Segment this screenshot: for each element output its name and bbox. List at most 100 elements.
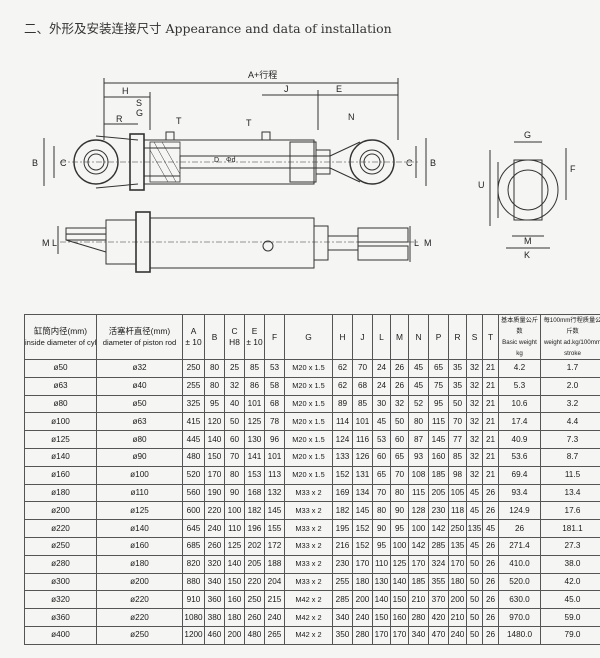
table-cell: 65 bbox=[390, 447, 409, 467]
dim-m-left: M bbox=[42, 238, 50, 248]
dim-l-right: L bbox=[414, 238, 419, 248]
dim-h: H bbox=[122, 86, 129, 96]
table-cell: 240 bbox=[204, 519, 225, 538]
page-heading: 二、外形及安装连接尺寸 Appearance and data of insta… bbox=[24, 21, 392, 36]
table-cell: 271.4 bbox=[498, 536, 541, 556]
table-cell: 160 bbox=[428, 447, 449, 467]
table-cell: 216 bbox=[332, 536, 353, 556]
table-cell: 45.0 bbox=[540, 590, 600, 610]
dim-b-left: B bbox=[32, 158, 38, 168]
dim-f: F bbox=[570, 164, 576, 174]
table-cell: 42.0 bbox=[540, 572, 600, 592]
table-cell: 93 bbox=[408, 447, 429, 467]
table-cell: 45 bbox=[408, 376, 429, 396]
table-cell: 24 bbox=[372, 359, 391, 378]
table-cell: 2.0 bbox=[540, 376, 600, 396]
header-cylinder-diameter: 缸筒内径(mm) inside diameter of cylinder bbox=[24, 314, 97, 360]
table-cell: ø250 bbox=[24, 536, 97, 556]
table-cell: 180 bbox=[352, 572, 373, 592]
table-cell: 101 bbox=[264, 447, 285, 467]
table-cell: 21 bbox=[482, 376, 499, 396]
table-cell: ø180 bbox=[96, 554, 183, 574]
header-f: F bbox=[264, 314, 285, 360]
table-cell: 50 bbox=[466, 572, 483, 592]
table-cell: 180 bbox=[448, 572, 467, 592]
table-cell: 125 bbox=[244, 412, 265, 432]
table-cell: 110 bbox=[372, 554, 391, 574]
table-cell: 85 bbox=[352, 394, 373, 414]
table-cell: 95 bbox=[390, 519, 409, 538]
table-cell: ø220 bbox=[96, 590, 183, 610]
table-cell: 285 bbox=[428, 536, 449, 556]
table-cell: 62 bbox=[332, 376, 353, 396]
table-cell: 970.0 bbox=[498, 608, 541, 627]
table-cell: ø50 bbox=[24, 359, 97, 378]
table-cell: 131 bbox=[352, 465, 373, 485]
dim-n: N bbox=[348, 112, 355, 122]
header-n: N bbox=[408, 314, 429, 360]
table-cell: 210 bbox=[408, 590, 429, 610]
table-cell: M20 x 1.5 bbox=[284, 359, 333, 378]
table-cell: ø125 bbox=[24, 430, 97, 449]
table-cell: 21 bbox=[482, 412, 499, 432]
table-cell: ø100 bbox=[96, 465, 183, 485]
table-cell: 95 bbox=[372, 536, 391, 556]
dim-j: J bbox=[284, 84, 289, 94]
table-cell: 124 bbox=[332, 430, 353, 449]
spec-table: 缸筒内径(mm) inside diameter of cylinder 活塞杆… bbox=[24, 314, 600, 645]
table-cell: ø125 bbox=[96, 501, 183, 521]
dim-c-left: C bbox=[60, 158, 67, 168]
table-cell: 520.0 bbox=[498, 572, 541, 592]
table-cell: 200 bbox=[352, 590, 373, 610]
table-cell: 250 bbox=[182, 359, 205, 378]
table-cell: 77 bbox=[448, 430, 467, 449]
table-cell: 480 bbox=[244, 625, 265, 645]
table-cell: 26 bbox=[498, 519, 541, 538]
table-cell: 53.6 bbox=[498, 447, 541, 467]
table-cell: 115 bbox=[408, 483, 429, 503]
table-cell: 115 bbox=[428, 412, 449, 432]
table-cell: 116 bbox=[352, 430, 373, 449]
table-cell: ø40 bbox=[96, 376, 183, 396]
table-cell: 200 bbox=[224, 625, 245, 645]
table-cell: 150 bbox=[204, 447, 225, 467]
table-cell: 113 bbox=[264, 465, 285, 485]
table-cell: 168 bbox=[244, 483, 265, 503]
table-cell: 80 bbox=[372, 501, 391, 521]
table-cell: 182 bbox=[244, 501, 265, 521]
table-cell: 26 bbox=[482, 572, 499, 592]
table-cell: 125 bbox=[224, 536, 245, 556]
table-cell: 45 bbox=[482, 519, 499, 538]
table-cell: 95 bbox=[428, 394, 449, 414]
table-cell: 5.3 bbox=[498, 376, 541, 396]
table-cell: 172 bbox=[264, 536, 285, 556]
table-cell: 170 bbox=[352, 554, 373, 574]
table-cell: 45 bbox=[372, 412, 391, 432]
table-cell: ø320 bbox=[24, 590, 97, 610]
table-cell: 220 bbox=[204, 501, 225, 521]
table-cell: 910 bbox=[182, 590, 205, 610]
table-cell: 32 bbox=[224, 376, 245, 396]
dim-c-right: C bbox=[406, 158, 413, 168]
dim-e: E bbox=[336, 84, 342, 94]
table-cell: 205 bbox=[244, 554, 265, 574]
table-cell: 355 bbox=[428, 572, 449, 592]
table-cell: 108 bbox=[408, 465, 429, 485]
table-cell: 90 bbox=[372, 519, 391, 538]
table-cell: 145 bbox=[428, 430, 449, 449]
table-cell: 160 bbox=[224, 590, 245, 610]
table-cell: ø400 bbox=[24, 625, 97, 645]
table-cell: M42 x 2 bbox=[284, 608, 333, 627]
dim-d: D bbox=[214, 157, 219, 164]
table-cell: ø360 bbox=[24, 608, 97, 627]
table-cell: 255 bbox=[332, 572, 353, 592]
table-cell: 26 bbox=[482, 483, 499, 503]
table-cell: 70 bbox=[352, 359, 373, 378]
header-r: R bbox=[448, 314, 467, 360]
table-cell: 80 bbox=[204, 376, 225, 396]
dim-u: U bbox=[478, 180, 485, 190]
